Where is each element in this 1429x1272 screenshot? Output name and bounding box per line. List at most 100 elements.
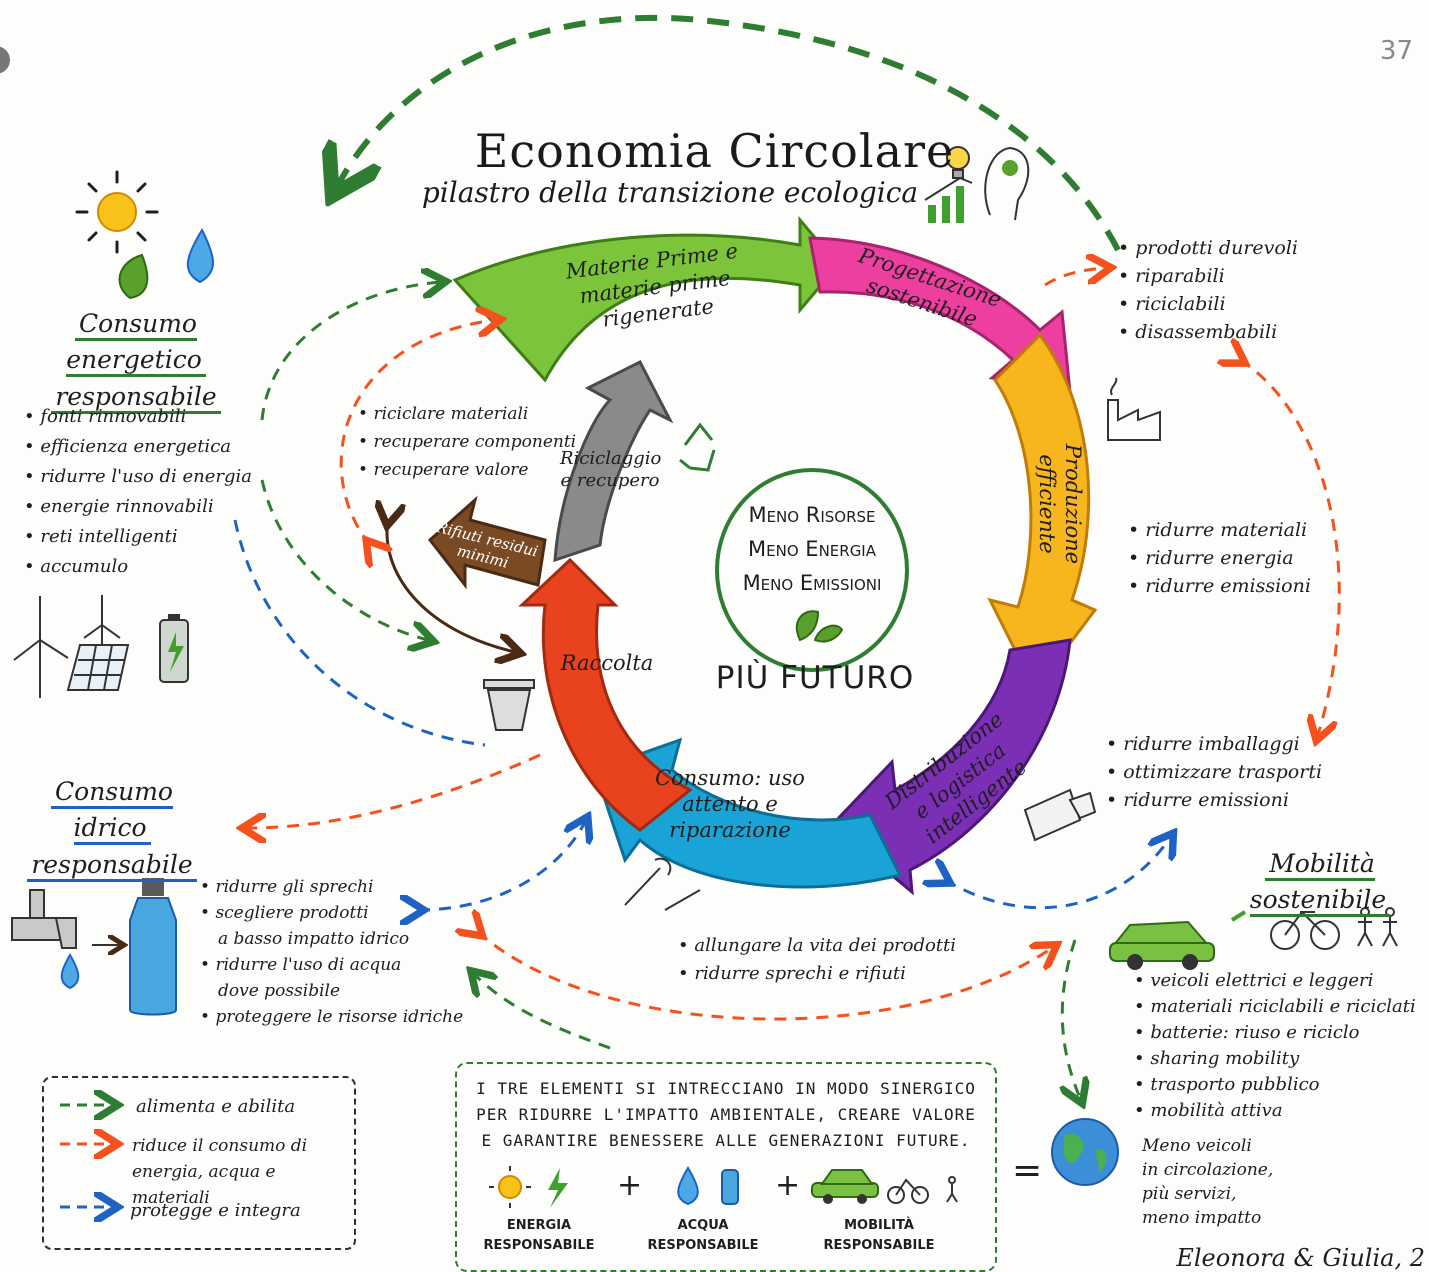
leaf-icon (795, 610, 844, 643)
list-item: reti intelligenti (24, 522, 252, 552)
synergy-box: I TRE ELEMENTI SI INTRECCIANO IN MODO SI… (455, 1062, 997, 1272)
idrico-title-line1: Consumo idrico (51, 777, 173, 846)
synergy-line: I TRE ELEMENTI SI INTRECCIANO IN MODO SI… (476, 1079, 976, 1098)
recycle-icon (679, 422, 716, 472)
list-item: proteggere le risorse idriche (200, 1004, 463, 1030)
synergy-line: E GARANTIRE BENESSERE ALLE GENERAZIONI F… (481, 1131, 971, 1150)
corner-badge-icon (0, 46, 10, 74)
result-line: in circolazione, (1142, 1160, 1274, 1180)
circular-economy-cycle (427, 215, 1098, 896)
head-icon (984, 146, 1030, 221)
synergy-text: I TRE ELEMENTI SI INTRECCIANO IN MODO SI… (457, 1076, 995, 1154)
list-item: veicoli elettrici e leggeri (1134, 968, 1416, 994)
page-subtitle: pilastro della transizione ecologica (421, 176, 919, 209)
center-circle (715, 468, 909, 672)
orange-arrow-progettazione (1044, 268, 1105, 287)
legend-orange-label: riduce il consumo di energia, acqua e ma… (132, 1133, 354, 1211)
idrico-list: ridurre gli sprechi scegliere prodotti a… (200, 874, 463, 1030)
idrico-title-line2: responsabile (27, 849, 197, 882)
synergy-mobilita-label: MOBILITÀ RESPONSABILE (823, 1218, 935, 1253)
label-raccolta: Raccolta (560, 651, 654, 675)
center-futuro: PIÙ FUTURO (715, 660, 915, 696)
list-item: riciclare materiali (358, 400, 576, 428)
orange-arrow-riciclaggio (339, 320, 495, 545)
list-item: ridurre sprechi e rifiuti (678, 960, 956, 988)
list-item: mobilità attiva (1134, 1098, 1416, 1124)
water-bottle-icon (129, 878, 177, 1016)
list-item: ridurre emissioni (1128, 572, 1311, 600)
list-item: materiali riciclabili e riciclati (1134, 994, 1415, 1020)
electric-car-icon (811, 1169, 879, 1204)
water-drop-icon (677, 1166, 699, 1206)
center-line: Meno Energia (748, 537, 876, 561)
list-item: sharing mobility (1134, 1046, 1416, 1072)
legend-blue-label: protegge e integra (130, 1200, 301, 1221)
list-item: ridurre imballaggi (1106, 730, 1322, 758)
result-line: meno impatto (1142, 1208, 1262, 1228)
result-text: Meno veicoli in circolazione, più serviz… (1142, 1134, 1273, 1230)
legend-orange-line1: riduce il consumo di (132, 1136, 308, 1156)
list-item: ridurre emissioni (1106, 786, 1322, 814)
list-item: riparabili (1118, 262, 1298, 290)
wrench-icon (624, 857, 701, 911)
equals-sign: = (1012, 1150, 1043, 1191)
list-item: ridurre l'uso di acqua (200, 952, 463, 978)
wind-turbine-icon (13, 595, 121, 698)
list-item: energie rinnovabili (24, 492, 252, 522)
notes-produzione: ridurre materiali ridurre energia ridurr… (1128, 516, 1311, 600)
idrico-title: Consumo idrico responsabile (14, 774, 210, 883)
green-arrow-synergy (475, 975, 611, 1050)
plus-sign: + (617, 1168, 643, 1203)
notes-distribuzione: ridurre imballaggi ottimizzare trasporti… (1106, 730, 1322, 814)
mobilita-list: veicoli elettrici e leggeri materiali ri… (1134, 968, 1416, 1124)
mobilita-title-text: Mobilità sostenibile (1249, 849, 1391, 918)
energia-title-line1: Consumo energetico (66, 309, 206, 378)
truck-icon (1023, 788, 1097, 842)
legend-orange-line2: energia, acqua e materiali (132, 1162, 276, 1208)
segment-riciclaggio (553, 359, 674, 563)
list-item: batterie: riuso e riciclo (1134, 1020, 1416, 1046)
list-item: fonti rinnovabili (24, 402, 252, 432)
page-title: Economia Circolare (474, 124, 955, 178)
trash-bin-icon (483, 679, 535, 731)
green-arrow-mobilita-globe (1062, 939, 1080, 1098)
list-item: riciclabili (1118, 290, 1298, 318)
segment-progettazione (808, 236, 1072, 394)
list-item: recuperare valore (358, 456, 576, 484)
list-item: ridurre energia (1128, 544, 1311, 572)
notes-riciclaggio: riciclare materiali recuperare component… (358, 400, 576, 484)
pedestrians-icon (1357, 907, 1398, 947)
charging-plug-icon (1230, 910, 1247, 922)
result-line: Meno veicoli (1142, 1136, 1252, 1156)
sun-icon (489, 1166, 531, 1208)
globe-icon (1051, 1118, 1119, 1186)
sun-icon (75, 170, 159, 254)
list-item: ottimizzare trasporti (1106, 758, 1322, 786)
synergy-energia-label: ENERGIA RESPONSABILE (483, 1218, 595, 1253)
green-arrow-energy-raccolta (260, 479, 428, 640)
leaf-icon (118, 253, 149, 300)
center-text: Meno Risorse Meno Energia Meno Emissioni (722, 498, 902, 600)
water-bottle-icon (721, 1169, 739, 1205)
green-arrow-energy-materie (260, 282, 440, 421)
legend: alimenta e abilita riduce il consumo di … (42, 1076, 356, 1250)
list-item: prodotti durevoli (1118, 234, 1298, 262)
gear-icon (1002, 160, 1018, 176)
orange-arrow-bottom (478, 932, 1052, 1021)
bicycle-icon (1270, 910, 1340, 950)
center-line: Meno Risorse (748, 503, 876, 527)
segment-consumo (593, 737, 903, 889)
energia-list: fonti rinnovabili efficienza energetica … (24, 402, 252, 582)
mobilita-title: Mobilità sostenibile (1214, 846, 1426, 919)
electric-car-icon (1109, 920, 1215, 970)
pedestrian-icon (946, 1176, 958, 1203)
list-item: dove possibile (218, 981, 341, 1001)
lightning-icon (548, 1168, 568, 1208)
list-item: ridurre gli sprechi (200, 874, 463, 900)
water-drop-icon (186, 227, 214, 284)
growth-chart-icon (924, 176, 973, 223)
factory-icon (1107, 377, 1161, 441)
legend-green-label: alimenta e abilita (136, 1096, 296, 1117)
label-consumo: Consumo: uso attento e riparazione (655, 766, 805, 842)
